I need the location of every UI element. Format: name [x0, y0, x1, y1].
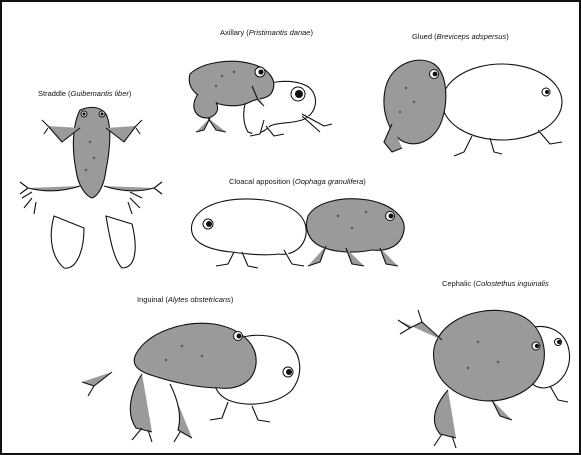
straddle-frog-pair: [20, 107, 162, 268]
cephalic-frog-pair: [398, 310, 570, 448]
axillary-frog-pair: [189, 61, 332, 136]
glued-frog-pair: [384, 60, 562, 156]
cloacal-apposition-frog-pair: [191, 199, 404, 268]
inguinal-frog-pair: [82, 323, 300, 442]
